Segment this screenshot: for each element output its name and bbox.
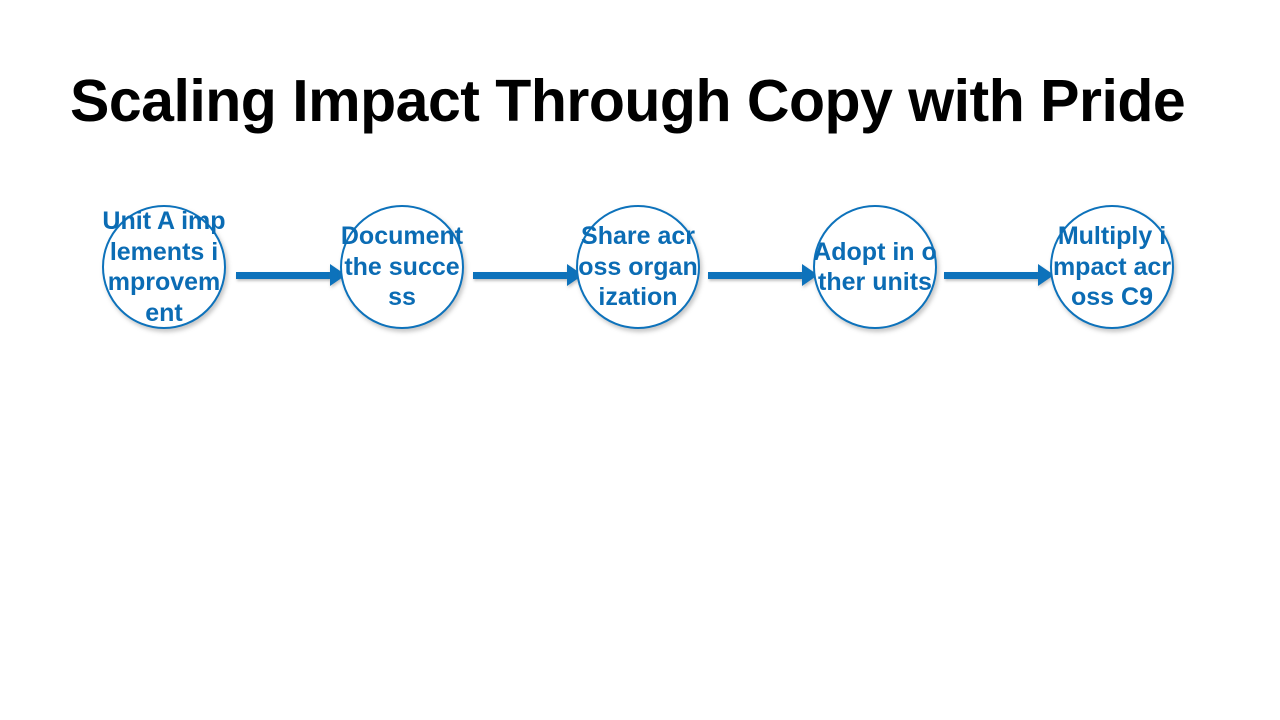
flow-node-3-label: Share across organization [578,222,698,312]
process-flow-diagram: Unit A implements improvement Document t… [0,160,1280,390]
flow-node-1-circle [102,205,226,329]
flow-node-5-circle [1050,205,1174,329]
flow-arrow-1-shaft [236,271,330,279]
flow-node-5-label: Multiply impact across C9 [1052,222,1172,312]
flow-node-3-label-wrap: Share across organization [576,205,700,329]
flow-node-5[interactable]: Multiply impact across C9 [1014,160,1214,390]
flow-node-5-label-wrap: Multiply impact across C9 [1050,205,1174,329]
flow-node-4-label: Adopt in other units [813,237,937,297]
flow-node-4-label-wrap: Adopt in other units [813,205,937,329]
flow-node-4[interactable]: Adopt in other units [777,160,977,390]
flow-node-1-label-wrap: Unit A implements improvement [102,205,226,329]
page-title: Scaling Impact Through Copy with Pride [70,68,1186,134]
flow-node-4-circle [813,205,937,329]
flow-node-2-label-wrap: Document the success [340,205,464,329]
flow-node-2-circle [340,205,464,329]
flow-arrow-2-shaft [473,271,567,279]
flow-node-1-label: Unit A implements improvement [102,207,226,327]
flow-arrow-3-shaft [708,271,802,279]
flow-node-1[interactable]: Unit A implements improvement [66,160,266,390]
flow-node-2-label: Document the success [340,222,464,312]
flow-arrow-4-shaft [944,271,1038,279]
flow-node-3-circle [576,205,700,329]
flow-node-3[interactable]: Share across organization [540,160,740,390]
flow-node-2[interactable]: Document the success [304,160,504,390]
